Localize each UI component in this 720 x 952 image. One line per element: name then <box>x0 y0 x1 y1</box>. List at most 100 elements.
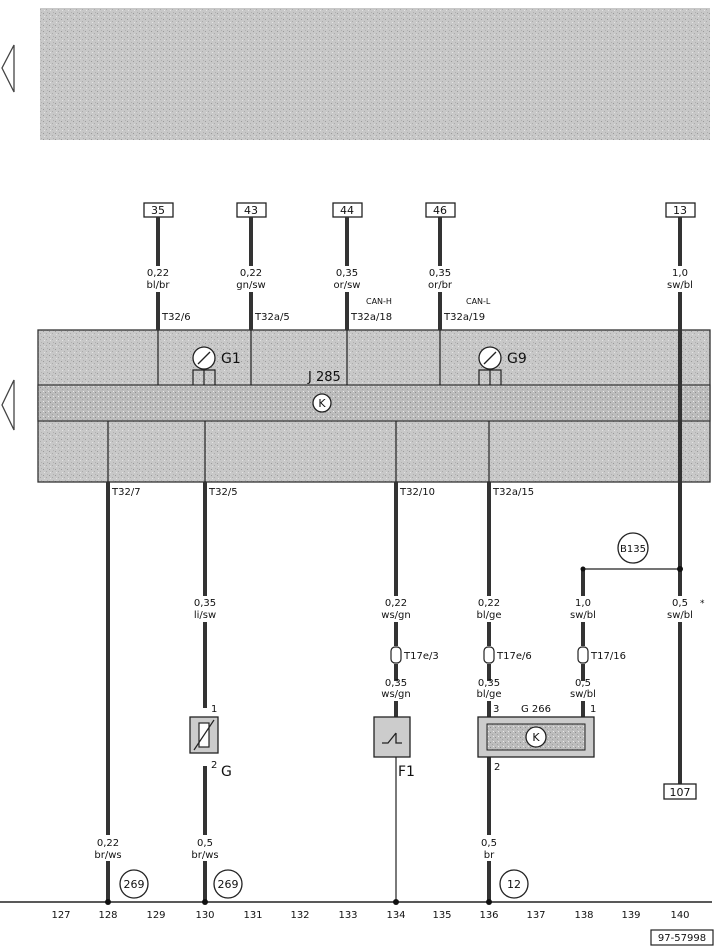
wire-size-label: 1,0 <box>672 268 688 279</box>
terminal-43: 43 <box>244 204 258 217</box>
document-id: 97-57998 <box>658 933 706 944</box>
wire-size-label: 0,35 <box>385 678 407 689</box>
wire-size-label: 0,22 <box>385 598 407 609</box>
terminal-107 <box>663 783 697 800</box>
column-numbers: 127 128 129 130 131 132 133 134 135 136 … <box>51 910 689 921</box>
junction-dot <box>677 566 683 572</box>
wire-color-label: bl/ge <box>477 610 502 621</box>
lower-wire-labels: 0,35 ws/gn 0,35 bl/ge 0,5 sw/bl <box>381 678 596 700</box>
sensor-g266-label: G 266 <box>521 704 551 715</box>
ground-ref-label: 269 <box>218 878 239 891</box>
connector-label: T17/16 <box>590 651 626 662</box>
sensor-g-label: G <box>221 764 232 780</box>
wire-color-label: or/sw <box>334 280 361 291</box>
wire-color-label: bl/br <box>147 280 171 291</box>
footnote-mark: * <box>700 599 705 609</box>
pin-label: T32a/18 <box>350 312 392 323</box>
wire-color-label: li/sw <box>194 610 216 621</box>
document-id-box <box>650 929 714 946</box>
wire-color-label: sw/bl <box>570 610 596 621</box>
column-number: 137 <box>526 910 545 921</box>
pin-label: T32/10 <box>399 487 435 498</box>
top-terminals: 35 43 44 46 13 <box>143 202 696 218</box>
connector-b135-badge: B135 <box>617 532 649 564</box>
column-number: 140 <box>670 910 689 921</box>
wire-color-label: sw/bl <box>667 280 693 291</box>
mid-wire-labels: 0,35 li/sw 0,22 ws/gn 0,22 bl/ge 1,0 sw/… <box>194 598 705 621</box>
column-number: 129 <box>146 910 165 921</box>
wire-color-label: sw/bl <box>667 610 693 621</box>
terminal-46: 46 <box>433 204 447 217</box>
wire-color-label: bl/ge <box>477 689 502 700</box>
svg-text:K: K <box>532 731 540 744</box>
pin-label: T32a/15 <box>492 487 534 498</box>
wire-color-label: ws/gn <box>381 689 410 700</box>
wire-size-label: 0,35 <box>478 678 500 689</box>
top-wire-labels: 0,22 bl/br 0,22 gn/sw 0,35 or/sw 0,35 or… <box>147 268 693 323</box>
pin-label: T32a/5 <box>254 312 290 323</box>
connector-label: T17e/6 <box>496 651 532 662</box>
wire-size-label: 1,0 <box>575 598 591 609</box>
wire-color-label: br/ws <box>191 850 218 861</box>
cluster-center-band <box>37 384 711 422</box>
pin-label: T32/6 <box>161 312 191 323</box>
gauge-g1-label: G1 <box>221 351 241 367</box>
left-arrow-top <box>1 44 15 93</box>
column-number: 139 <box>621 910 640 921</box>
cluster-internal-leads <box>107 330 490 482</box>
ground-ref-label: 269 <box>124 878 145 891</box>
column-number: 128 <box>98 910 117 921</box>
can-high-label: CAN-H <box>366 297 392 306</box>
wire-size-label: 0,35 <box>336 268 358 279</box>
pin-number: 1 <box>211 704 217 715</box>
terminal-107-label: 107 <box>670 786 691 799</box>
gauge-g9-label: G9 <box>507 351 527 367</box>
terminal-13: 13 <box>673 204 687 217</box>
pin-label: T32/5 <box>208 487 238 498</box>
terminal-35: 35 <box>151 204 165 217</box>
wire-size-label: 0,35 <box>194 598 216 609</box>
column-number: 132 <box>290 910 309 921</box>
wire-size-label: 0,22 <box>478 598 500 609</box>
bottom-pin-labels: T32/7 T32/5 T32/10 T32a/15 <box>111 487 534 498</box>
column-number: 136 <box>479 910 498 921</box>
column-number: 130 <box>195 910 214 921</box>
wire-size-label: 0,5 <box>481 838 497 849</box>
pin-number: 2 <box>211 760 217 771</box>
wire-color-label: ws/gn <box>381 610 410 621</box>
top-wires <box>156 217 682 596</box>
wire-size-label: 0,5 <box>575 678 591 689</box>
switch-f1-label: F1 <box>398 764 415 780</box>
wire-size-label: 0,5 <box>672 598 688 609</box>
wire-color-label: or/br <box>428 280 453 291</box>
column-number: 133 <box>338 910 357 921</box>
wire-size-label: 0,22 <box>240 268 262 279</box>
gauge-g9-icon <box>478 346 502 385</box>
terminal-44: 44 <box>340 204 354 217</box>
column-number: 138 <box>574 910 593 921</box>
pin-number: 1 <box>590 704 596 715</box>
pin-number: 2 <box>494 762 500 773</box>
top-continuation-panel <box>40 8 710 140</box>
wire-color-label: gn/sw <box>236 280 265 291</box>
ground-bus-nodes <box>105 899 492 905</box>
sensor-g266-icon: K <box>477 716 595 758</box>
column-number: 134 <box>386 910 405 921</box>
unit-j285-label: J 285 <box>307 370 341 385</box>
k-warning-icon: K <box>312 393 332 413</box>
column-number: 135 <box>432 910 451 921</box>
gauge-g1-icon <box>192 346 216 385</box>
left-arrow-mid <box>1 379 15 431</box>
connector-b135-label: B135 <box>620 544 646 555</box>
can-low-label: CAN-L <box>466 297 491 306</box>
wire-color-label: br/ws <box>94 850 121 861</box>
sensor-g-icon <box>189 716 219 754</box>
wire-color-label: br <box>484 850 495 861</box>
wire-size-label: 0,5 <box>197 838 213 849</box>
ground-ref-label: 12 <box>507 878 521 891</box>
pin-number: 3 <box>493 704 499 715</box>
column-number: 131 <box>243 910 262 921</box>
column-number: 127 <box>51 910 70 921</box>
wire-color-label: sw/bl <box>570 689 596 700</box>
